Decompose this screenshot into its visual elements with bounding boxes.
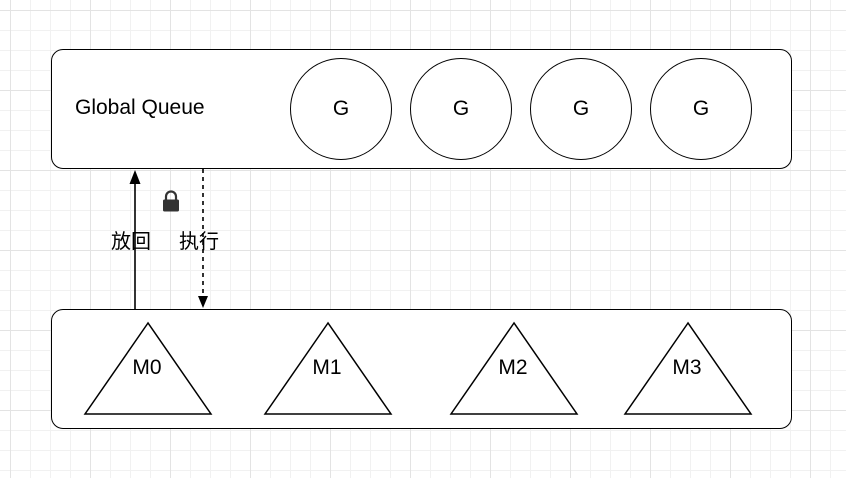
machine-label: M2: [498, 356, 528, 379]
machine-triangle: [623, 321, 753, 415]
machine-triangle: [449, 321, 579, 415]
machine-label: M0: [132, 356, 162, 379]
goroutine-node: G: [290, 58, 392, 160]
put-back-label: 放回: [111, 231, 151, 253]
global-queue-label: Global Queue: [75, 96, 205, 119]
machine-label: M1: [312, 356, 342, 379]
machine-triangle: [83, 321, 213, 415]
goroutine-node: G: [650, 58, 752, 160]
goroutine-node: G: [410, 58, 512, 160]
execute-label: 执行: [179, 231, 219, 253]
put-back-arrowhead: [129, 170, 141, 184]
goroutine-node: G: [530, 58, 632, 160]
machine-label: M3: [672, 356, 702, 379]
execute-arrowhead: [198, 296, 208, 308]
lock-icon: [163, 190, 179, 212]
machine-triangle: [263, 321, 393, 415]
